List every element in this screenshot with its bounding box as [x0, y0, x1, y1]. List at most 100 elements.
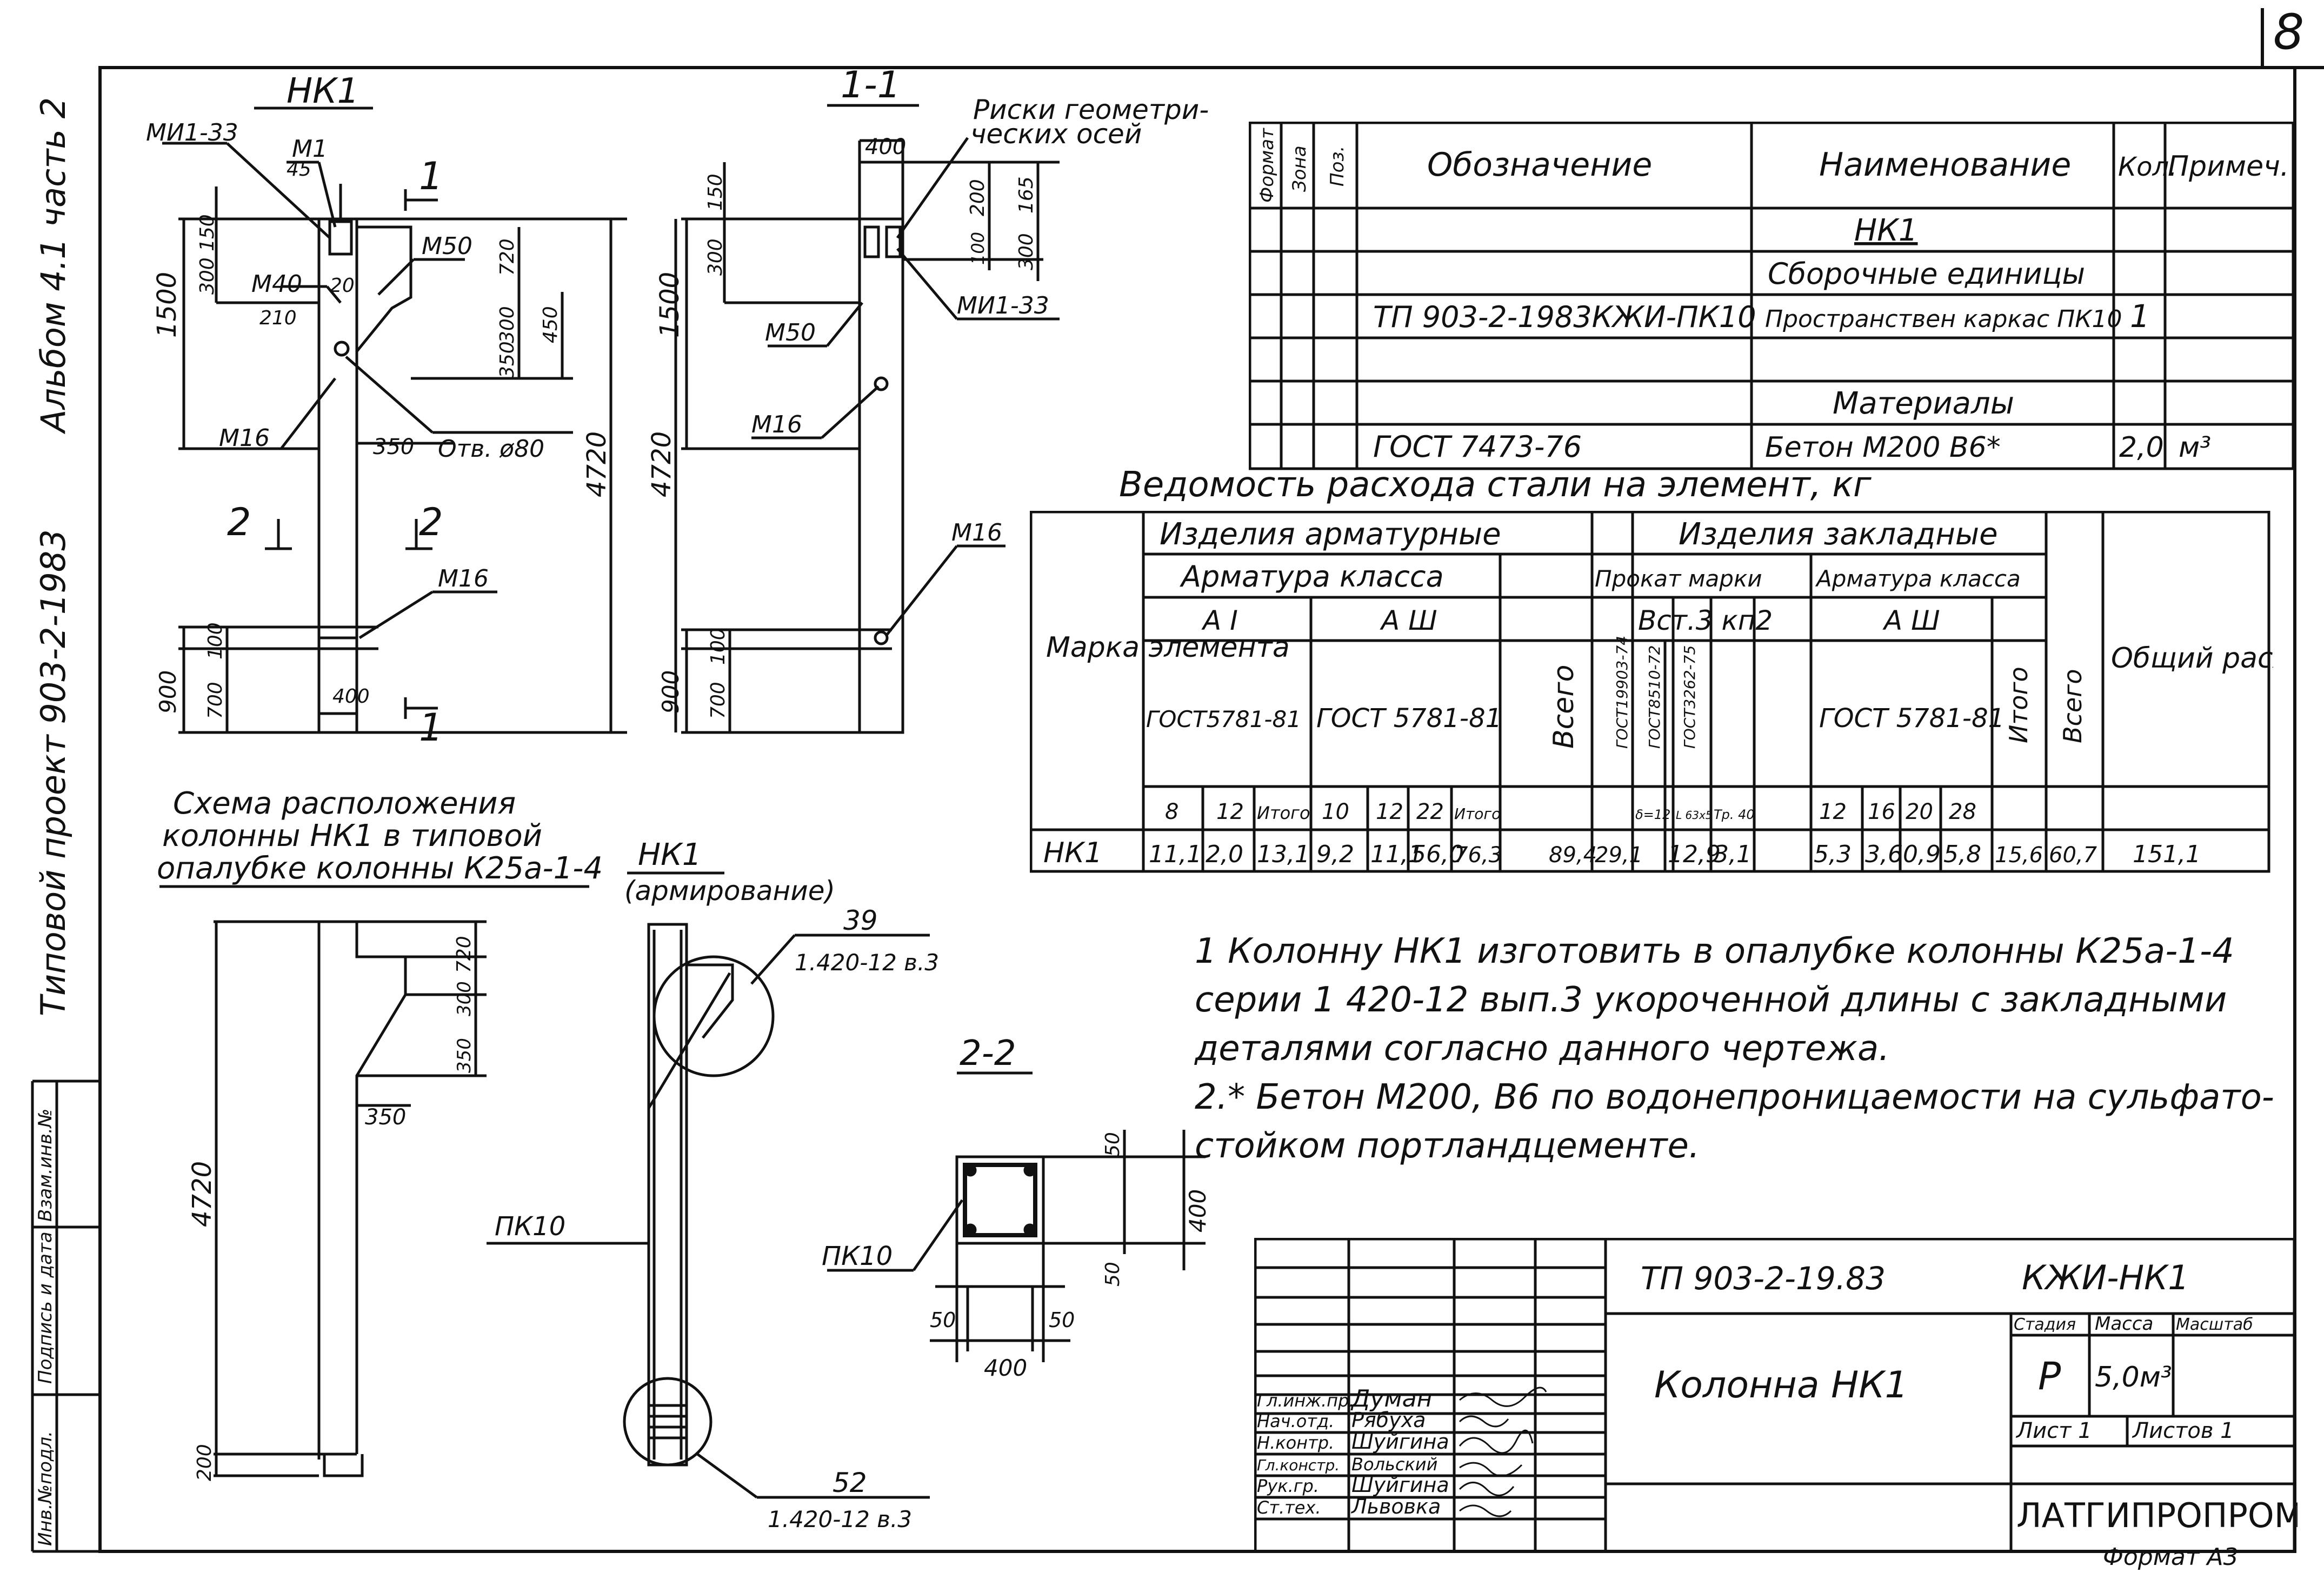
- steel-cell-5: 11,1: [1370, 841, 1423, 868]
- tb-person-5: Львовка: [1350, 1495, 1441, 1518]
- dim-100-c: 100: [707, 628, 729, 665]
- steel-data-row: НК1 11,1 2,0 13,1 9,2 11,1 56,0 76,3 89,…: [1043, 837, 2201, 869]
- signatures: [1459, 1387, 1547, 1517]
- dim-900-b: 900: [657, 670, 684, 714]
- dim-400-a: 400: [332, 685, 370, 708]
- steel-sub-13: 16: [1868, 799, 1895, 824]
- tb-sheets: Листов 1: [2132, 1418, 2234, 1443]
- dim-350-b: 350: [496, 341, 518, 378]
- spec-r0-name: НК1: [1854, 213, 1918, 248]
- dim-210: 210: [259, 307, 297, 329]
- album-label: Альбом 4.1 часть 2: [34, 97, 73, 435]
- nk1-arm-sub: (армирование): [624, 875, 835, 907]
- risk-label-1: Риски геометри-: [973, 94, 1209, 125]
- steel-cell-3: 13,1: [1257, 841, 1310, 868]
- label-otv: Отв. ø80: [438, 435, 544, 463]
- cut-1-bottom: 1: [419, 705, 443, 750]
- spec-h-name: Наименование: [1819, 146, 2071, 184]
- spec-r2-name: Пространствен каркас ПК10: [1765, 305, 2122, 333]
- dim-1500-a: 1500: [152, 272, 182, 338]
- steel-cell-11: 3,1: [1714, 841, 1752, 868]
- label-m40: М40: [251, 270, 302, 298]
- nk1-view-title: НК1: [287, 71, 359, 111]
- tb-person-4: Шуйгина: [1351, 1473, 1449, 1497]
- stamp-inv: Инв.№подл.: [35, 1431, 56, 1546]
- label-m50-a: М50: [422, 232, 472, 260]
- tb-doc: КЖИ-НК1: [2022, 1258, 2189, 1297]
- steel-sub-14: 20: [1906, 799, 1933, 824]
- steel-cell-16: 5,8: [1943, 841, 1981, 868]
- spec-table: Формат Зона Поз. Обозначение Наименовани…: [1249, 122, 2295, 470]
- view-section-1-1: [674, 104, 1060, 734]
- view-nk1: [162, 106, 627, 734]
- project-label: Типовой проект 903-2-1983: [34, 529, 73, 1016]
- spec-r2-designation: ТП 903-2-1983КЖИ-ПК10: [1373, 300, 1756, 334]
- dim-350-d: 350: [454, 1038, 475, 1073]
- steel-h-a1: А I: [1201, 605, 1238, 636]
- steel-h-arm-class2: Арматура класса: [1815, 565, 2021, 592]
- dim-300-a: 300: [196, 257, 218, 295]
- label-pk10-b: ПК10: [822, 1241, 893, 1271]
- tb-person-0: Думан: [1350, 1385, 1432, 1412]
- steel-sub-0: 8: [1165, 799, 1178, 824]
- steel-sub-4: 12: [1376, 799, 1403, 824]
- spec-h-pos: Поз.: [1327, 146, 1348, 186]
- steel-h-arm-class: Арматура класса: [1180, 559, 1444, 594]
- label-m16-a: М16: [219, 424, 270, 452]
- dim-4720-a: 4720: [582, 431, 612, 497]
- scheme-title-2: колонны НК1 в типовой: [162, 818, 542, 854]
- side-stamp: [31, 1079, 100, 1553]
- title-block: ТП 903-2-19.83 КЖИ-НК1 Колонна НК1 Стади…: [1254, 1238, 2298, 1553]
- dim-900-a: 900: [155, 670, 181, 714]
- steel-cell-19: 151,1: [2133, 841, 2201, 868]
- steel-cell-13: 5,3: [1814, 841, 1852, 868]
- steel-cell-14: 3,6: [1865, 841, 1903, 868]
- dim-4720-c: 4720: [187, 1161, 217, 1227]
- steel-h-emb: Изделия закладные: [1679, 517, 1998, 552]
- spec-r5-designation: ГОСТ 7473-76: [1373, 430, 1582, 464]
- dim-300-d: 300: [1015, 233, 1037, 270]
- dim-200-b: 200: [194, 1444, 216, 1481]
- tb-stage: Р: [2038, 1354, 2061, 1398]
- steel-sub-5: 22: [1416, 799, 1444, 824]
- spec-r5-name: Бетон М200 В6*: [1765, 431, 2001, 464]
- label-mi133-b: МИ1-33: [957, 292, 1049, 319]
- steel-h-arm: Изделия арматурные: [1160, 517, 1501, 552]
- steel-h-total: Всего: [1548, 665, 1580, 749]
- steel-sub-1: 12: [1216, 799, 1244, 824]
- spec-h-note: Примеч.: [2168, 150, 2289, 183]
- steel-h-a3b: А Ш: [1882, 605, 1940, 636]
- steel-h-gost-p1: ГОСТ19903-74: [1613, 636, 1631, 749]
- spec-h-qty: Кол.: [2118, 152, 2177, 182]
- tb-person-3: Вольский: [1351, 1454, 1437, 1475]
- label-pk10-a: ПК10: [495, 1211, 565, 1242]
- dim-300-e: 300: [454, 981, 475, 1016]
- dim-150-b: 150: [704, 174, 727, 211]
- steel-h-gost-b: ГОСТ 5781-81: [1316, 703, 1502, 734]
- sheet-number: 8: [2273, 4, 2304, 61]
- steel-cell-7: 76,3: [1454, 843, 1502, 868]
- note-line-2: серии 1 420-12 вып.3 укороченной длины с…: [1195, 980, 2227, 1020]
- steel-h-prokat: Прокат марки: [1595, 565, 1762, 592]
- label-mi133-a: МИ1-33: [146, 119, 238, 146]
- spec-r5-note: м³: [2179, 431, 2211, 464]
- dim-100-a: 100: [204, 622, 227, 659]
- steel-cell-2: 2,0: [1206, 841, 1243, 868]
- steel-cell-6: 56,0: [1411, 841, 1464, 868]
- steel-cell-9: 29,1: [1595, 843, 1643, 868]
- scheme-title-1: Схема расположения: [173, 786, 516, 821]
- tb-role-4: Рук.гр.: [1257, 1476, 1319, 1496]
- tb-org: ЛАТГИПРОПРОМ: [2016, 1496, 2298, 1535]
- steel-h-itogo: Итого: [2004, 667, 2033, 743]
- notes-block: 1 Колонну НК1 изготовить в опалубке коло…: [1195, 927, 2274, 1170]
- steel-sub-2: Итого: [1257, 803, 1310, 823]
- steel-cell-8: 89,4: [1549, 843, 1597, 868]
- view-section-2-2: [827, 1071, 1206, 1362]
- tb-role-5: Ст.тех.: [1257, 1497, 1321, 1518]
- dim-50-a: 50: [930, 1308, 956, 1332]
- dim-400-c: 400: [984, 1355, 1027, 1381]
- label-m16-d: М16: [951, 519, 1002, 547]
- steel-h-total2: Всего: [2058, 669, 2087, 743]
- steel-sub-9: L 63x5: [1676, 809, 1713, 822]
- steel-sub-10: Тр. 40: [1714, 807, 1755, 822]
